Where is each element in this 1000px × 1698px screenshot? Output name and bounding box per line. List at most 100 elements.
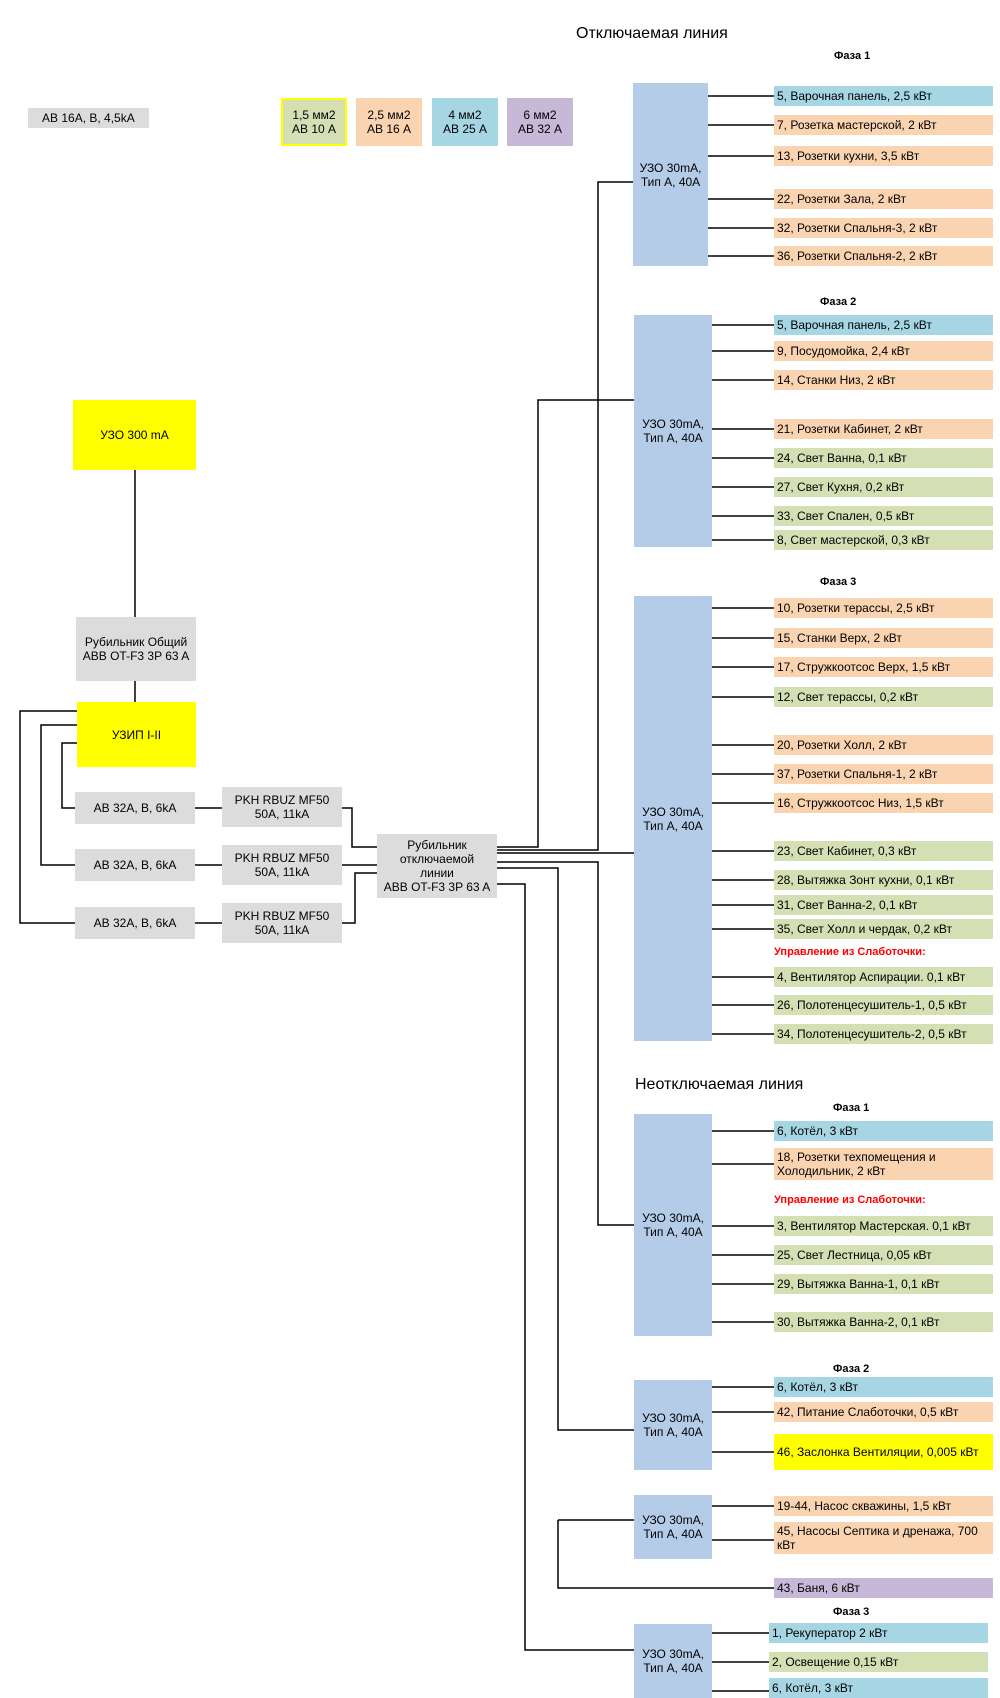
rcd-label-line1: УЗО 30mA,	[642, 1647, 704, 1661]
legend-item-2-5mm2-line1: 2,5 мм2	[367, 108, 411, 122]
title-non-switchable-line: Неотключаемая линия	[635, 1076, 804, 1093]
rcd-label-line2: Тип А, 40А	[643, 1425, 703, 1439]
load-sw2-6: 27, Свет Кухня, 0,2 кВт	[774, 477, 993, 497]
load-sw3-4: 12, Свет терассы, 0,2 кВт	[774, 687, 993, 707]
rcd-30ma-sw-phase3: УЗО 30mA, Тип А, 40А	[634, 596, 712, 1041]
load-sw3-5: 20, Розетки Холл, 2 кВт	[774, 735, 993, 755]
rcd-label-line2: Тип А, 40А	[643, 1225, 703, 1239]
load-sw2-7: 33, Свет Спален, 0,5 кВт	[774, 506, 993, 526]
line-switch: Рубильник отключаемой линии ABB OT-F3 3P…	[377, 834, 497, 898]
phase-label-sw-3: Фаза 3	[820, 576, 857, 588]
legend-breaker-general: АВ 16А, В, 4,5kA	[28, 108, 149, 128]
rcd-30ma-nsw-phase3: УЗО 30mA, Тип А, 40А	[634, 1624, 712, 1698]
load-nsw1-2: 18, Розетки техпомещения и Холодильник, …	[774, 1148, 993, 1180]
rcd-30ma-nsw-phase1: УЗО 30mA, Тип А, 40А	[634, 1114, 712, 1336]
load-nsw1-3: 3, Вентилятор Мастерская. 0,1 кВт	[774, 1216, 993, 1236]
voltage-relay-3-line2: 50A, 11kA	[254, 923, 310, 937]
load-sw2-2: 9, Посудомойка, 2,4 кВт	[774, 341, 993, 361]
load-sw2-3: 14, Станки Низ, 2 кВт	[774, 370, 993, 390]
legend-item-4mm2: 4 мм2 АВ 25 А	[432, 98, 498, 146]
legend-item-6mm2-line2: АВ 32 А	[517, 122, 563, 136]
load-sw3-2: 15, Станки Верх, 2 кВт	[774, 628, 993, 648]
main-switch-line1: Рубильник Общий	[84, 635, 188, 649]
load-sw3-9: 28, Вытяжка Зонт кухни, 0,1 кВт	[774, 870, 993, 890]
load-sw3-10: 31, Свет Ванна-2, 0,1 кВт	[774, 895, 993, 915]
legend-item-1-5mm2-line1: 1,5 мм2	[292, 108, 336, 122]
load-sw2-1: 5, Варочная панель, 2,5 кВт	[774, 315, 993, 335]
voltage-relay-1-line1: PKH RBUZ MF50	[234, 793, 330, 807]
rcd-300ma: УЗО 300 mA	[73, 400, 196, 470]
rcd-30ma-sw-phase1: УЗО 30mA, Тип А, 40А	[633, 83, 708, 266]
line-switch-line2: отключаемой	[399, 852, 475, 866]
load-sw1-1: 5, Варочная панель, 2,5 кВт	[774, 86, 993, 106]
load-nsw1-6: 30, Вытяжка Ванна-2, 0,1 кВт	[774, 1312, 993, 1332]
phase-label-nsw-2: Фаза 2	[833, 1363, 870, 1375]
legend-item-6mm2: 6 мм2 АВ 32 А	[507, 98, 573, 146]
load-sw3-7: 16, Стружкоотсос Низ, 1,5 кВт	[774, 793, 993, 813]
rcd-label-line1: УЗО 30mA,	[642, 1211, 704, 1225]
load-sw3-14: 34, Полотенцесушитель-2, 0,5 кВт	[774, 1024, 993, 1044]
load-sw1-4: 22, Розетки Зала, 2 кВт	[774, 189, 993, 209]
voltage-relay-1: PKH RBUZ MF50 50A, 11kA	[222, 787, 342, 827]
rcd-30ma-sw-phase2: УЗО 30mA, Тип А, 40А	[634, 315, 712, 547]
load-nsw1-5: 29, Вытяжка Ванна-1, 0,1 кВт	[774, 1274, 993, 1294]
legend-item-4mm2-line2: АВ 25 А	[442, 122, 488, 136]
legend-item-2-5mm2: 2,5 мм2 АВ 16 А	[356, 98, 422, 146]
load-sw1-2: 7, Розетка мастерской, 2 кВт	[774, 115, 993, 135]
line-switch-line4: ABB OT-F3 3P 63 A	[383, 880, 491, 894]
load-nsw2-2: 42, Питание Слаботочки, 0,5 кВт	[774, 1402, 993, 1422]
phase-label-sw-2: Фаза 2	[820, 296, 857, 308]
voltage-relay-2-line1: PKH RBUZ MF50	[234, 851, 330, 865]
load-sw2-5: 24, Свет Ванна, 0,1 кВт	[774, 448, 993, 468]
rcd-label-line2: Тип А, 40А	[643, 818, 703, 833]
control-note-sw3: Управление из Слаботочки:	[774, 946, 926, 958]
load-sw2-4: 21, Розетки Кабинет, 2 кВт	[774, 419, 993, 439]
load-nsw2-6: 43, Баня, 6 кВт	[774, 1578, 993, 1598]
legend-item-1-5mm2: 1,5 мм2 АВ 10 А	[281, 98, 347, 146]
legend-item-4mm2-line1: 4 мм2	[448, 108, 482, 122]
phase-label-sw-1: Фаза 1	[834, 50, 871, 62]
control-note-nsw1: Управление из Слаботочки:	[774, 1194, 926, 1206]
load-nsw3-3: 6, Котёл, 3 кВт	[769, 1678, 988, 1698]
main-switch-line2: ABB OT-F3 3P 63 A	[82, 649, 190, 663]
load-sw2-8: 8, Свет мастерской, 0,3 кВт	[774, 530, 993, 550]
load-nsw3-2: 2, Освещение 0,15 кВт	[769, 1652, 988, 1672]
load-sw3-6: 37, Розетки Спальня-1, 2 кВт	[774, 764, 993, 784]
voltage-relay-3-line1: PKH RBUZ MF50	[234, 909, 330, 923]
load-sw1-3: 13, Розетки кухни, 3,5 кВт	[774, 146, 993, 166]
rcd-label-line1: УЗО 30mA,	[642, 804, 704, 819]
line-switch-line1: Рубильник	[407, 838, 467, 852]
phase-label-nsw-1: Фаза 1	[833, 1102, 870, 1114]
load-nsw2-1: 6, Котёл, 3 кВт	[774, 1377, 993, 1397]
load-sw3-13: 26, Полотенцесушитель-1, 0,5 кВт	[774, 995, 993, 1015]
load-nsw3-1: 1, Рекуператор 2 кВт	[769, 1623, 988, 1643]
line-switch-line3: линии	[420, 866, 454, 880]
rcd-label-line2: Тип А, 40А	[643, 1661, 703, 1675]
load-sw3-11: 35, Свет Холл и чердак, 0,2 кВт	[774, 919, 993, 939]
voltage-relay-1-line2: 50A, 11kA	[254, 807, 310, 821]
rcd-label-line1: УЗО 30mA,	[642, 1513, 704, 1527]
load-nsw2-3: 46, Заслонка Вентиляции, 0,005 кВт	[774, 1434, 993, 1470]
load-nsw1-4: 25, Свет Лестница, 0,05 кВт	[774, 1245, 993, 1265]
load-nsw1-1: 6, Котёл, 3 кВт	[774, 1121, 993, 1141]
title-switchable-line: Отключаемая линия	[576, 25, 728, 42]
load-sw1-5: 32, Розетки Спальня-3, 2 кВт	[774, 218, 993, 238]
rcd-30ma-nsw-phase2-b: УЗО 30mA, Тип А, 40А	[634, 1495, 712, 1559]
load-sw3-1: 10, Розетки терассы, 2,5 кВт	[774, 598, 993, 618]
rcd-label-line1: УЗО 30mA,	[639, 160, 702, 175]
load-nsw2-5: 45, Насосы Септика и дренажа, 700 кВт	[774, 1522, 993, 1554]
voltage-relay-2-line2: 50A, 11kA	[254, 865, 310, 879]
main-switch: Рубильник Общий ABB OT-F3 3P 63 A	[76, 617, 196, 681]
rcd-label-line2: Тип А, 40А	[643, 1527, 703, 1541]
load-sw3-8: 23, Свет Кабинет, 0,3 кВт	[774, 841, 993, 861]
legend-item-2-5mm2-line2: АВ 16 А	[366, 122, 412, 136]
rcd-label-line1: УЗО 30mA,	[642, 417, 704, 431]
breaker-32a-2: АВ 32А, В, 6kA	[75, 849, 195, 881]
legend-item-1-5mm2-line2: АВ 10 А	[291, 122, 337, 136]
breaker-32a-3: АВ 32А, В, 6kA	[75, 907, 195, 939]
rcd-label-line1: УЗО 30mA,	[642, 1411, 704, 1425]
rcd-30ma-nsw-phase2-a: УЗО 30mA, Тип А, 40А	[634, 1380, 712, 1470]
load-sw1-6: 36, Розетки Спальня-2, 2 кВт	[774, 246, 993, 266]
